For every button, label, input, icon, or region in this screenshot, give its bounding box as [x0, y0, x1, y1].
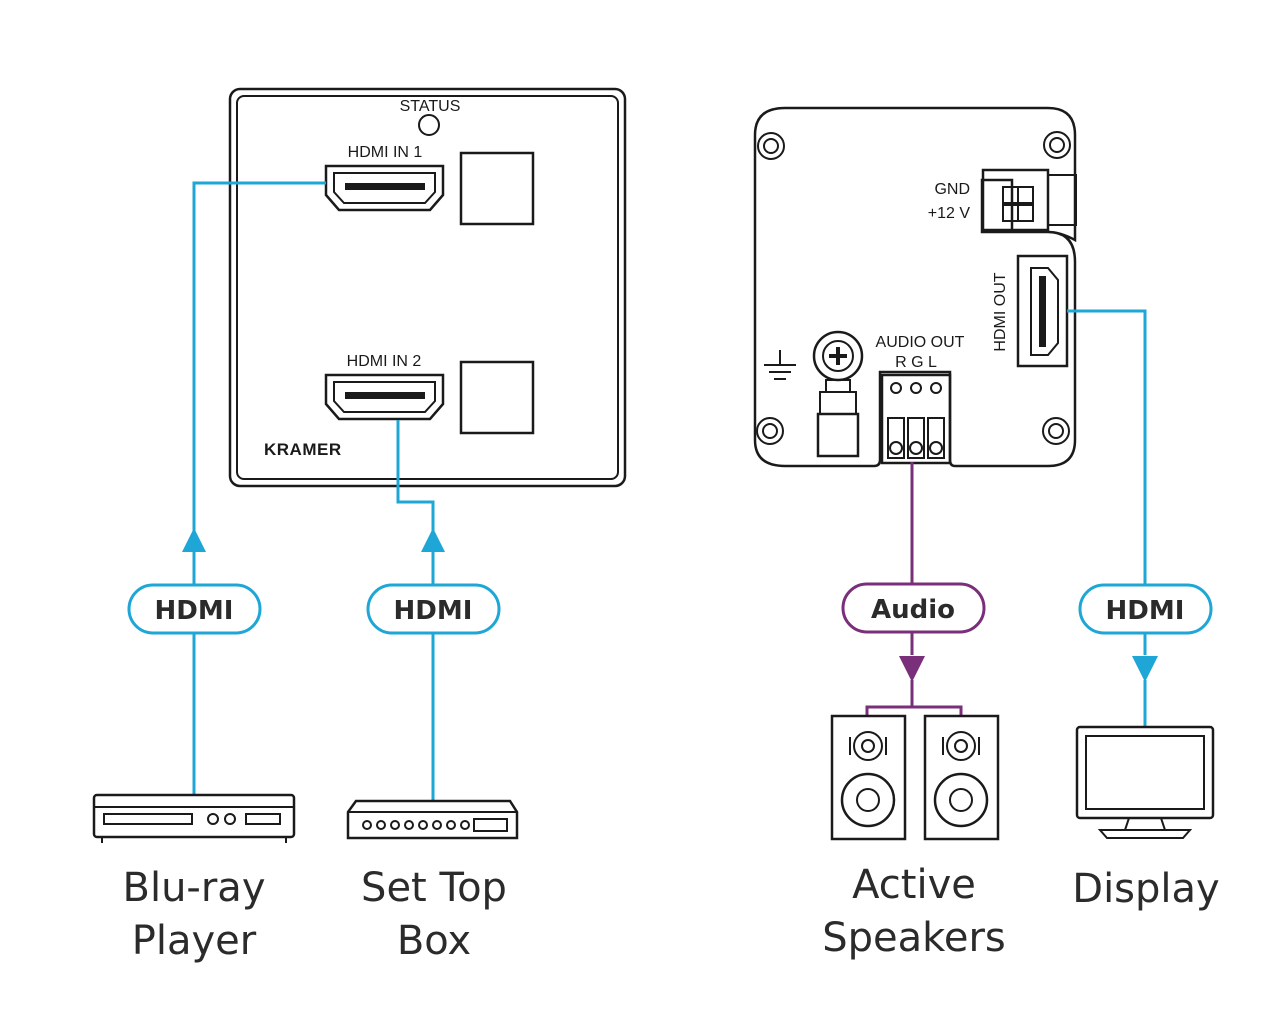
settop-cable: HDMI: [366, 420, 501, 800]
hdmi-in-2-label: HDMI IN 2: [347, 353, 422, 370]
display-cable: HDMI: [1067, 309, 1213, 727]
gnd-label: GND: [934, 181, 970, 198]
settop-label-line2: Box: [397, 918, 471, 964]
status-led: [418, 114, 440, 136]
arrow-down-icon: [1132, 656, 1158, 682]
settop-cable-label: HDMI: [394, 596, 473, 626]
bluray-player-icon: [92, 793, 296, 843]
hdmi-out-port-icon[interactable]: [1016, 254, 1069, 368]
speakers-label-line1: Active: [852, 862, 976, 908]
status-label: STATUS: [400, 98, 461, 115]
power-terminal-block-icon[interactable]: [981, 168, 1077, 232]
audio-terminal-block-icon[interactable]: [880, 373, 952, 465]
receiver-unit: GND +12 V HDMI OUT: [753, 106, 1077, 468]
display-label: Display: [1072, 866, 1219, 912]
audio-cable-label: Audio: [871, 595, 955, 625]
speakers-label-line2: Speakers: [822, 915, 1006, 961]
power-label: +12 V: [928, 205, 971, 222]
arrow-up-icon: [182, 528, 206, 552]
hdmi-out-label: HDMI OUT: [992, 272, 1009, 351]
bluray-cable-label: HDMI: [155, 596, 234, 626]
settop-cable-pill: [366, 583, 501, 635]
ground-screw-icon: [812, 330, 864, 458]
display-cable-pill: [1078, 583, 1213, 635]
bluray-cable-pill: [127, 583, 262, 635]
audio-cable: Audio: [841, 462, 986, 716]
bluray-label-line1: Blu-ray: [123, 865, 266, 911]
hdmi-in-1-port-icon[interactable]: [324, 164, 445, 212]
brand-logo: KRAMER: [264, 440, 342, 459]
display-icon: [1075, 725, 1215, 839]
button-1[interactable]: [459, 151, 535, 226]
hdmi-in-2-port-icon[interactable]: [324, 373, 445, 421]
audio-pins-label: R G L: [895, 354, 937, 371]
set-top-box-icon: [346, 799, 519, 840]
audio-cable-pill: [841, 582, 986, 634]
hdmi-in-1-label: HDMI IN 1: [348, 144, 423, 161]
speakers-icon: [830, 714, 1000, 841]
arrow-down-icon: [899, 656, 925, 682]
bluray-cable: HDMI: [127, 181, 326, 795]
display-cable-label: HDMI: [1106, 596, 1185, 626]
mounting-holes: [756, 131, 1071, 445]
wall-plate-transmitter: STATUS HDMI IN 1 HDMI IN 2 KRAMER: [228, 87, 627, 488]
ground-icon: [764, 350, 796, 380]
button-2[interactable]: [459, 360, 535, 435]
settop-label-line1: Set Top: [361, 865, 507, 911]
audio-out-label: AUDIO OUT: [876, 334, 965, 351]
arrow-up-icon: [421, 528, 445, 552]
bluray-label-line2: Player: [132, 918, 257, 964]
